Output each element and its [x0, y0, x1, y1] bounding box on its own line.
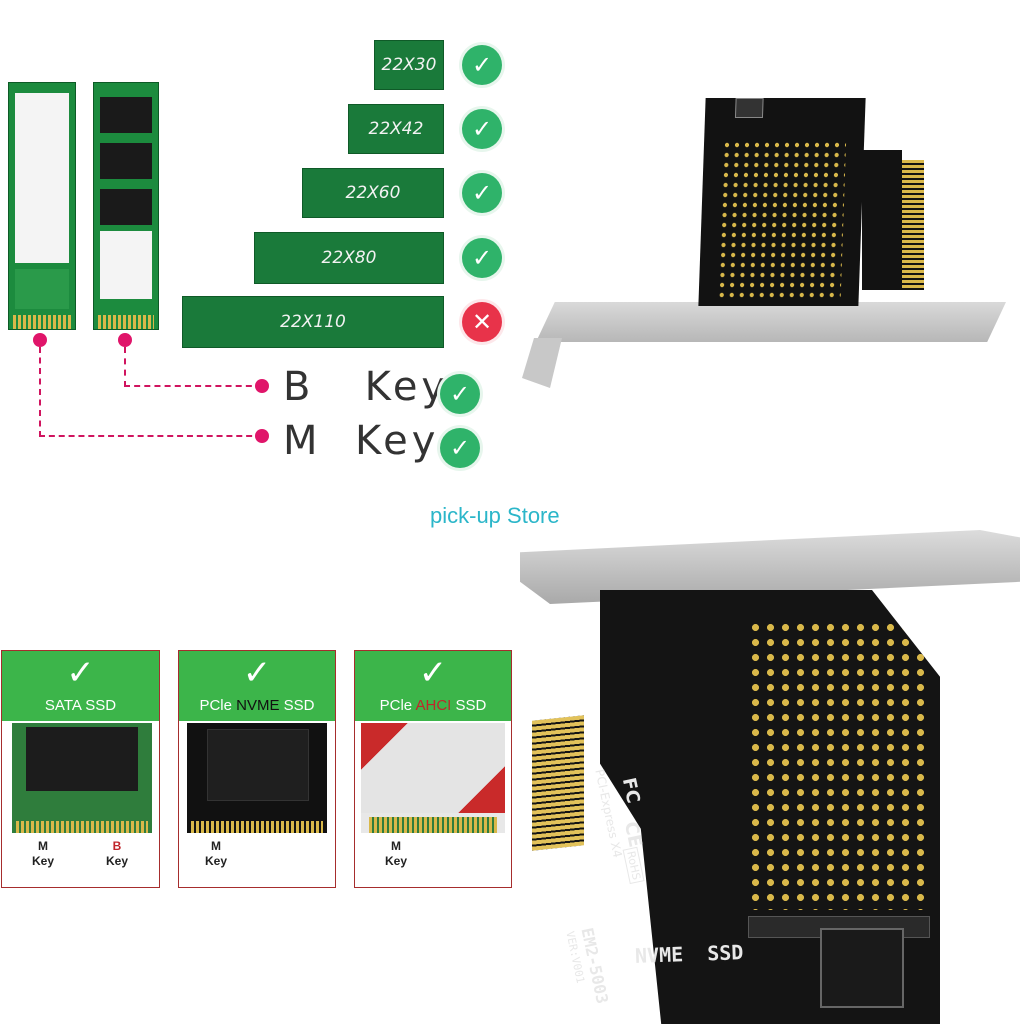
m2-ssd-b-key-image [93, 82, 159, 330]
b-key-line [124, 347, 262, 387]
check-icon: ✓ [66, 653, 95, 693]
size-label: 22X60 [345, 183, 401, 203]
expansion-card-bottom-image: NVME SSD EM2-5003 VER:V001 PCI-Express X… [520, 518, 1024, 1024]
size-label: 22X80 [321, 248, 377, 268]
b-key-label: B Key [283, 364, 450, 410]
m-key-end-dot [255, 429, 269, 443]
expansion-card-top-image [516, 90, 1016, 410]
size-bar-22x80: 22X80 [254, 232, 444, 284]
size-label: 22X30 [381, 55, 437, 75]
m2-ssd-m-key-image [8, 82, 76, 330]
size-bar-22x30: 22X30 [374, 40, 444, 90]
check-icon: ✓ [462, 45, 502, 85]
check-icon: ✓ [462, 238, 502, 278]
ahci-ssd-image [361, 723, 505, 833]
size-label: 22X110 [280, 312, 346, 332]
card-title: PCle NVME SSD [199, 697, 315, 714]
check-icon: ✓ [440, 428, 480, 468]
check-icon: ✓ [440, 374, 480, 414]
size-label: 22X42 [368, 119, 424, 139]
b-key-end-dot [255, 379, 269, 393]
b-key-connector-dot [118, 333, 132, 347]
card-title: SATA SSD [44, 697, 117, 714]
nvme-ssd-print: NVME SSD [634, 940, 744, 968]
size-bar-22x110: 22X110 [182, 296, 444, 348]
size-bar-22x42: 22X42 [348, 104, 444, 154]
check-icon: ✓ [242, 653, 272, 693]
m-key-connector-dot [33, 333, 47, 347]
check-icon: ✓ [462, 109, 502, 149]
check-icon: ✓ [418, 653, 448, 693]
size-bar-22x60: 22X60 [302, 168, 444, 218]
rohs-mark: RoHS [622, 846, 645, 885]
store-watermark: pick-up Store [430, 503, 560, 528]
m-key-label: M Key [283, 418, 440, 464]
sata-ssd-image [12, 723, 152, 833]
card-title: PCle AHCI SSD [379, 697, 487, 714]
m-key-line [39, 347, 262, 437]
cross-icon: ✕ [462, 302, 502, 342]
nvme-ssd-image [187, 723, 327, 833]
check-icon: ✓ [462, 173, 502, 213]
